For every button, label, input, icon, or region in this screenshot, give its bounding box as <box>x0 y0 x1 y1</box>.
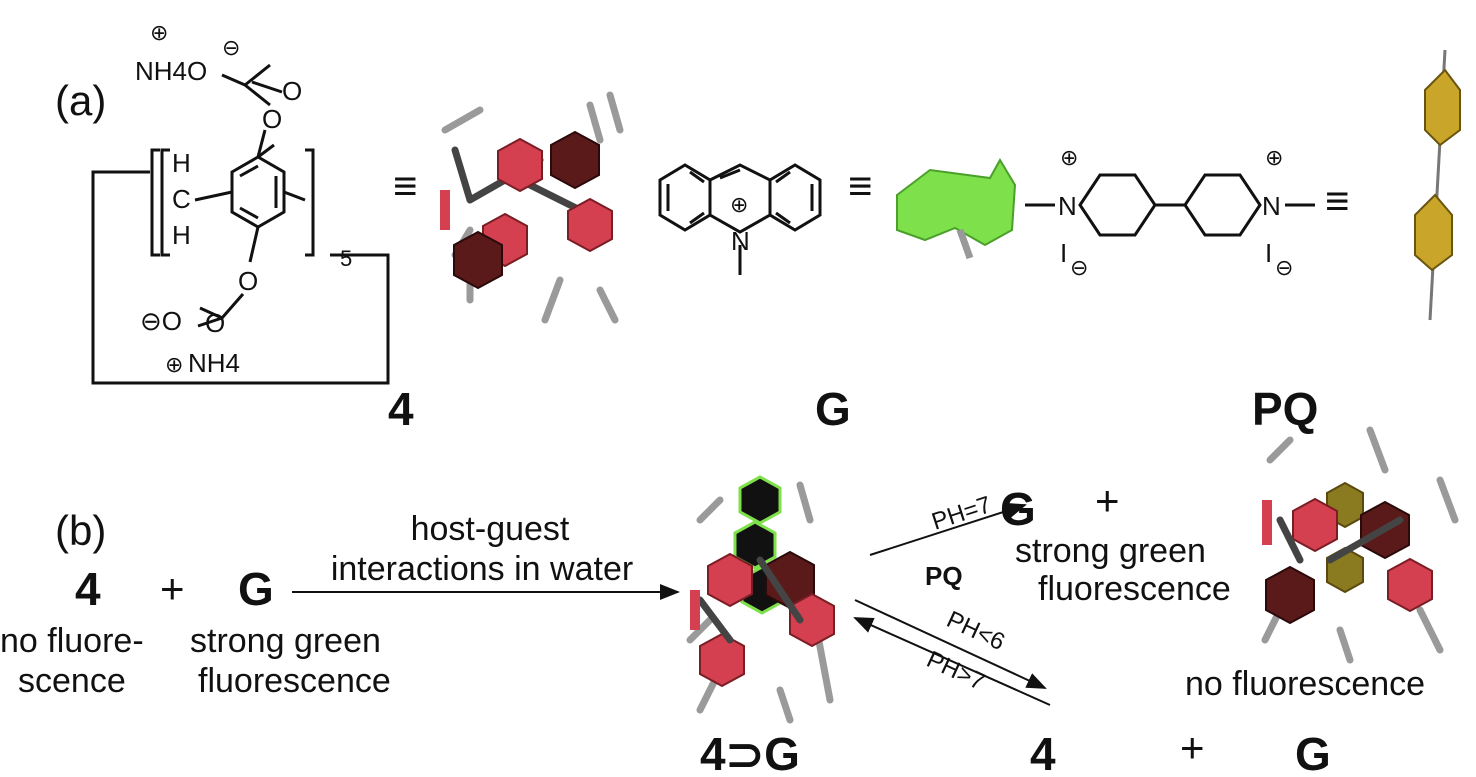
product-top-g: G <box>1000 483 1036 535</box>
iodide-right: I <box>1265 238 1272 268</box>
pillararene-3d-model <box>440 91 624 324</box>
product-bottom-plus: + <box>1180 724 1205 771</box>
panel-a-label: (a) <box>55 77 106 124</box>
b-plus-1: + <box>160 565 185 612</box>
complex-name: 4⊃G <box>700 728 800 777</box>
carbonyl-o-top: O <box>282 76 302 106</box>
paraquat-name-pq: PQ <box>1252 383 1318 435</box>
equiv-2: ≡ <box>848 162 873 209</box>
pillararene-structure: 5 H C H O O ⊕ NH4O ⊖ O ⊖O O ⊕ NH4 <box>91 20 390 385</box>
ph7-arrow <box>869 502 1027 556</box>
paraquat-3d-model <box>1414 49 1461 321</box>
guest-n: N <box>731 226 750 256</box>
panel-b-label: (b) <box>55 507 106 554</box>
complex-3d-model <box>686 475 835 724</box>
repeat-count: 5 <box>340 246 352 271</box>
pq-reagent-label: PQ <box>925 561 963 591</box>
nh4-bottom: NH4 <box>188 348 240 378</box>
iodide-right-minus: ⊖ <box>1275 255 1293 280</box>
carbonyl-o-bottom: O <box>205 308 225 338</box>
carboxylate-o-bottom: ⊖O <box>140 306 182 336</box>
b-host-4: 4 <box>75 563 101 615</box>
iodide-left-minus: ⊖ <box>1070 255 1088 280</box>
product-top-desc-1: strong green <box>1015 532 1206 570</box>
ph7-label: PH=7 <box>929 491 995 535</box>
guest-plus: ⊕ <box>730 192 748 217</box>
ether-o-top: O <box>262 104 282 134</box>
pq-plus-right: ⊕ <box>1265 145 1283 170</box>
host-desc-1: no fluore- <box>0 622 144 660</box>
arrow-label-1: host-guest <box>411 510 570 548</box>
iodide-left: I <box>1060 238 1067 268</box>
product-bottom-g: G <box>1295 728 1331 777</box>
ph-lt6-label: PH<6 <box>942 606 1008 656</box>
acridinium-structure: ⊕ N <box>658 163 822 275</box>
acridinium-3d-model <box>896 158 1017 260</box>
no-fluorescence-label: no fluorescence <box>1185 665 1425 703</box>
pq-plus-left: ⊕ <box>1060 145 1078 170</box>
ph-gt7-arrow <box>853 617 1051 706</box>
pq-n-left: N <box>1058 191 1077 221</box>
product-top-plus: + <box>1095 477 1120 524</box>
host-desc-2: scence <box>18 662 126 700</box>
product-top-desc-2: fluorescence <box>1038 570 1231 608</box>
arrow-label-2: interactions in water <box>331 550 633 588</box>
nh4-plus-top: ⊕ <box>150 20 168 45</box>
ph-gt7-label: PH>7 <box>922 646 988 696</box>
host-pq-complex-3d-model <box>1261 426 1459 664</box>
nh4o-top: NH4O <box>135 56 207 86</box>
nh4-plus-bottom: ⊕ <box>165 352 183 377</box>
paraquat-structure: ⊕ N ⊕ N I ⊖ I ⊖ <box>1025 145 1315 280</box>
guest-desc-2: fluorescence <box>198 662 391 700</box>
c-atom: C <box>172 184 191 214</box>
equiv-3: ≡ <box>1325 177 1350 224</box>
b-guest-g: G <box>238 563 274 615</box>
guest-name-g: G <box>815 383 851 435</box>
host-name-4: 4 <box>388 383 414 435</box>
guest-desc-1: strong green <box>190 622 381 660</box>
h-bottom: H <box>172 220 191 250</box>
h-top: H <box>172 148 191 178</box>
product-bottom-host: 4 <box>1030 728 1056 777</box>
pq-n-right: N <box>1262 191 1281 221</box>
minus-top: ⊖ <box>222 35 240 60</box>
ph-lt6-arrow <box>854 599 1047 689</box>
ether-o-bottom: O <box>238 266 258 296</box>
equiv-1: ≡ <box>393 162 418 209</box>
